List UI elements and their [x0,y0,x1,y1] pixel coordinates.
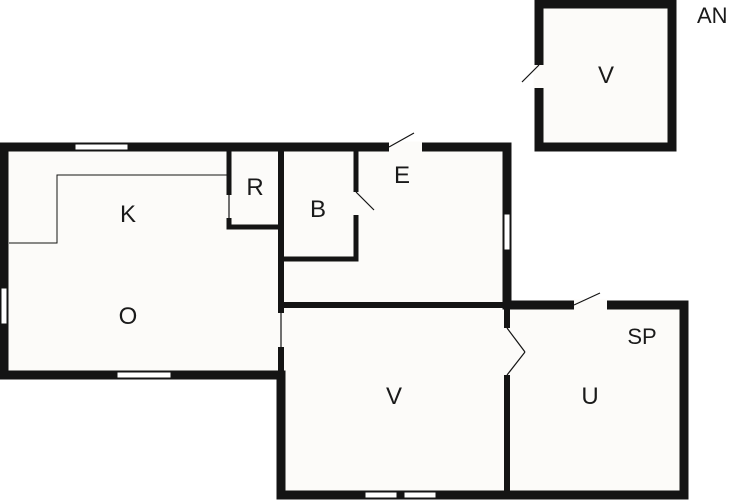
window [364,491,398,499]
sp-label: SP [627,324,656,349]
annex-bedroom-label: V [598,62,614,89]
closet-label: R [246,174,263,201]
walls [0,0,689,500]
window [116,371,172,379]
window [74,143,129,151]
entry-label: E [394,162,410,189]
door-swings [228,64,601,376]
window [0,287,8,325]
kitchen-counter [9,174,228,244]
utility-label: U [581,383,598,410]
windows [0,143,511,499]
living-room-label: O [119,303,138,330]
annex-label: AN [697,3,728,28]
kitchen-label: K [120,201,136,228]
bathroom-label: B [310,196,326,223]
window [503,213,511,251]
floor-fill [4,4,684,495]
window [403,491,437,499]
bedroom-label: V [386,383,402,410]
